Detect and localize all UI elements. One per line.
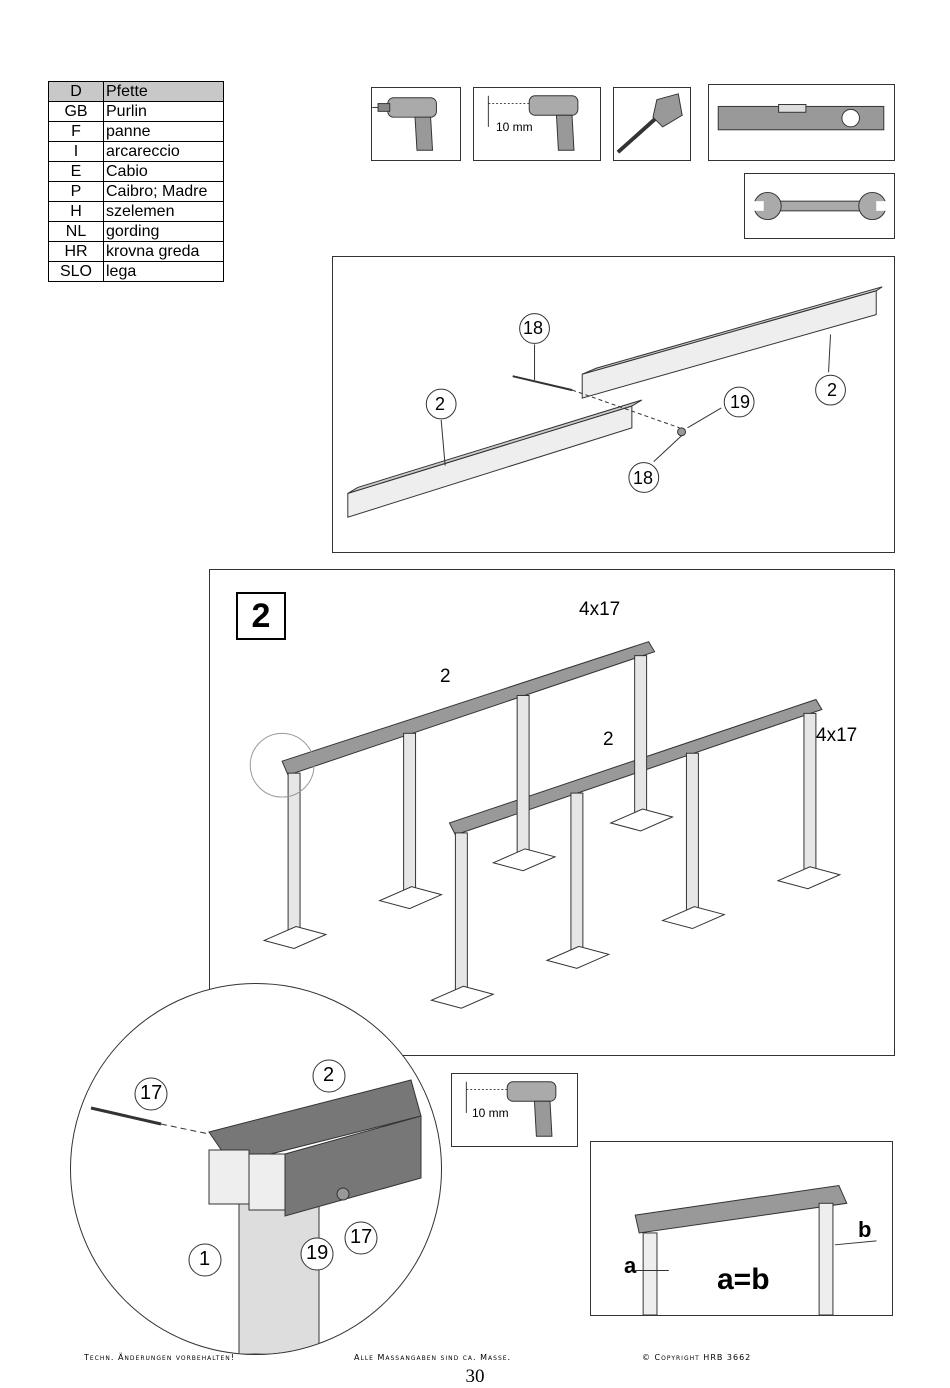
footer-right: © Copyright HRB 3662 [642, 1353, 752, 1362]
drill-with-bit-icon [487, 95, 579, 151]
purlin-joint-diagram: 18 2 19 18 2 [332, 256, 895, 553]
post-frame-drawing [249, 641, 842, 1009]
term-translation: Pfette [103, 81, 224, 102]
detail-bolt-label: 17 [140, 1082, 163, 1104]
wrench-icon [750, 191, 890, 221]
detail-post-label: 1 [199, 1248, 211, 1270]
term-translation: Caibro; Madre [103, 181, 224, 202]
footer-left: Techn. Änderungen vorbehalten! [84, 1353, 235, 1362]
purlin-joint-drawing [347, 286, 883, 518]
term-translation: arcareccio [103, 141, 224, 162]
term-translation: gording [103, 221, 224, 242]
bolt-detail-drawing [90, 1059, 422, 1354]
alignment-rule: a=b [717, 1263, 770, 1296]
language-code: F [48, 121, 104, 142]
alignment-a: a [624, 1253, 637, 1278]
spirit-level-panel [708, 84, 895, 161]
term-translation: krovna greda [103, 241, 224, 262]
callout-bolt: 18 [523, 318, 544, 338]
term-translation: Purlin [103, 101, 224, 122]
term-translation: panne [103, 121, 224, 142]
qty-top-part: 17 [599, 599, 621, 620]
step-number: 2 [236, 592, 286, 640]
drill-detail-icon [465, 1081, 557, 1137]
wrench-panel [744, 173, 895, 239]
drill-icon [372, 97, 437, 151]
drill-detail-size: 10 mm [472, 1106, 509, 1120]
drill-size-label: 10 mm [496, 120, 533, 134]
detail-washer-label: 19 [306, 1242, 329, 1264]
language-code: I [48, 141, 104, 162]
language-code: H [48, 201, 104, 222]
step2-diagram [209, 569, 895, 1056]
callout-purlin-a: 2 [440, 666, 451, 687]
qty-right: 4x17 [816, 725, 857, 747]
term-translation: lega [103, 261, 224, 282]
drill-detail-panel: 10 mm [451, 1073, 578, 1147]
qty-top-count: 4x [579, 599, 600, 620]
language-code: NL [48, 221, 104, 242]
tape-measure-panel [613, 87, 691, 161]
language-code: P [48, 181, 104, 202]
footer-center: Alle Massangaben sind ca. Masse. [354, 1353, 512, 1362]
callout-purlin-b: 2 [603, 729, 614, 750]
alignment-panel: a b a=b [590, 1141, 893, 1316]
qty-right-part: 17 [836, 725, 858, 746]
qty-top: 4x17 [579, 599, 620, 621]
tape-measure-icon [616, 93, 683, 154]
detail-nut-label: 17 [350, 1226, 373, 1248]
spirit-level-icon [717, 103, 885, 131]
language-code: GB [48, 101, 104, 122]
drill-tool-panel [371, 87, 461, 161]
page-number: 30 [465, 1366, 485, 1387]
callout-purlin-right: 2 [827, 380, 838, 400]
term-translation: szelemen [103, 201, 224, 222]
language-code: SLO [48, 261, 104, 282]
language-code: D [48, 81, 104, 102]
language-code: E [48, 161, 104, 182]
callout-nut: 18 [633, 468, 654, 488]
language-code: HR [48, 241, 104, 262]
detail-purlin-label: 2 [323, 1064, 335, 1086]
alignment-b: b [858, 1217, 872, 1242]
term-translation: Cabio [103, 161, 224, 182]
detail-circle: 17 2 1 19 17 [70, 983, 442, 1355]
drill-bit-panel: 10 mm [473, 87, 601, 161]
qty-right-count: 4x [816, 725, 837, 746]
callout-washer: 19 [730, 392, 751, 412]
alignment-drawing [634, 1184, 877, 1315]
callout-purlin-left: 2 [435, 394, 446, 414]
